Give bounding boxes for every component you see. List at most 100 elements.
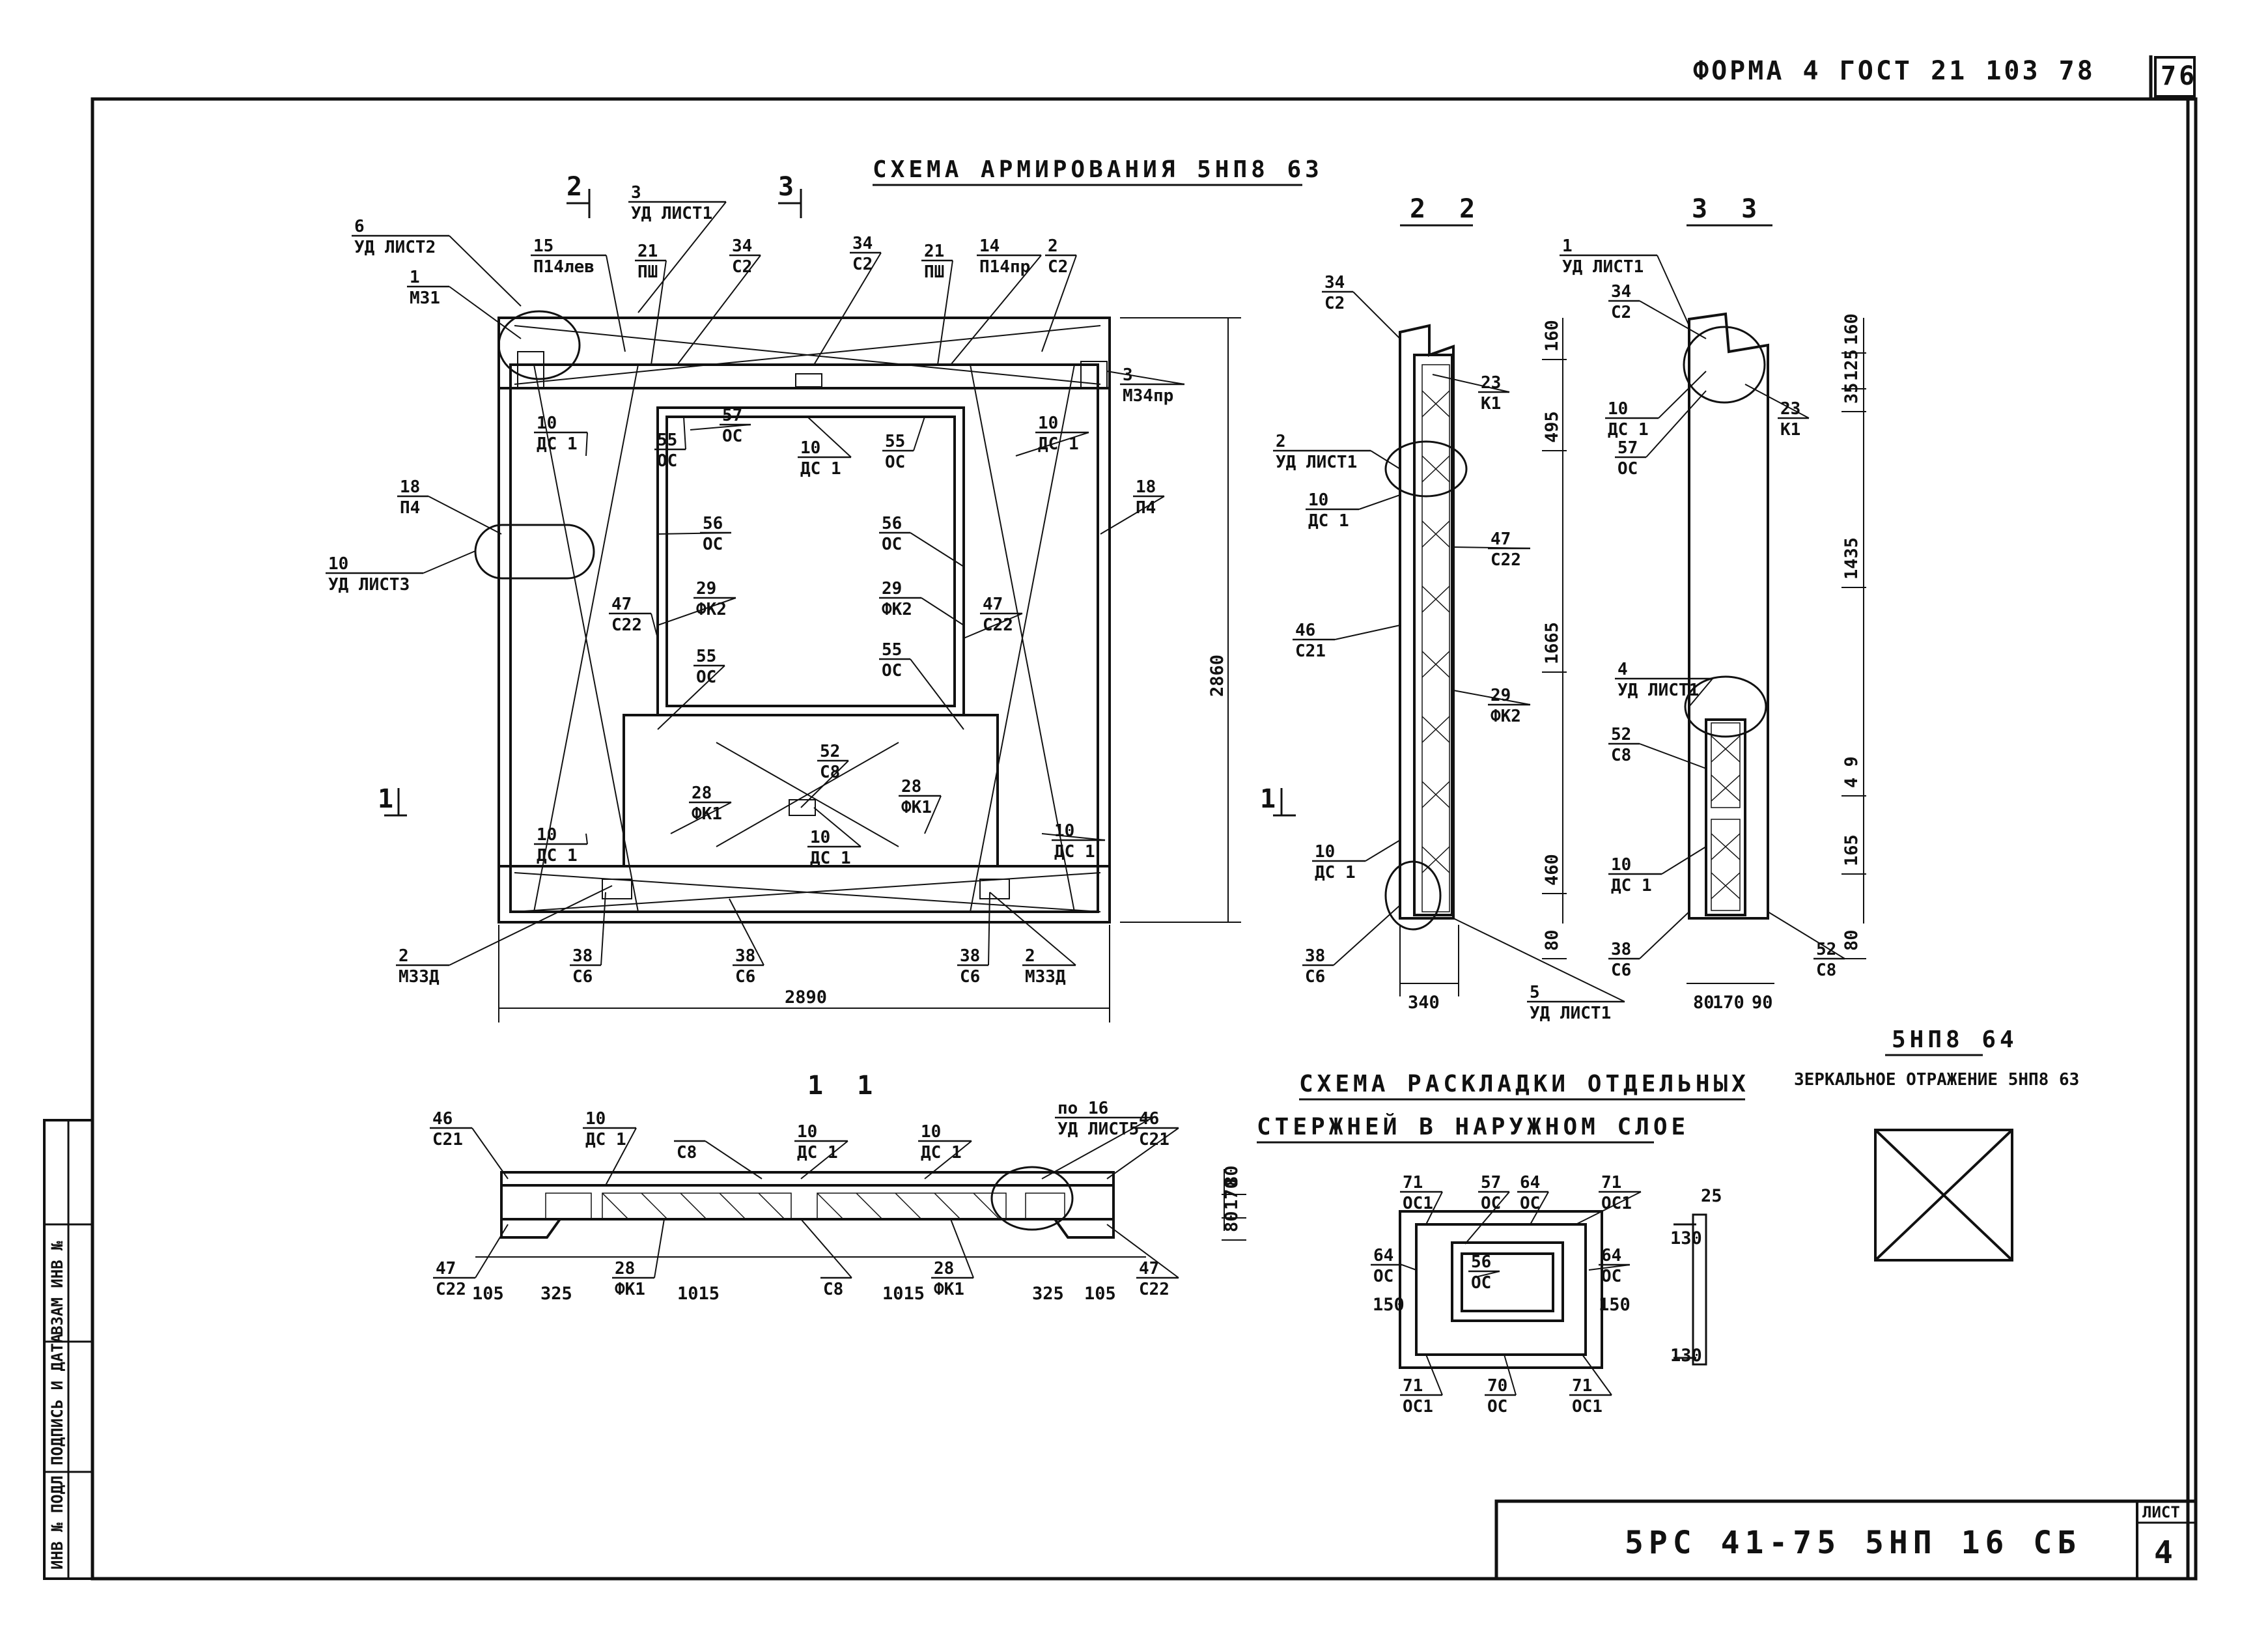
callout-reference: ОС1 bbox=[1403, 1194, 1433, 1213]
callout-number: 38 bbox=[1305, 946, 1325, 966]
callout-reference: ОС bbox=[1373, 1267, 1393, 1286]
callout-number: 10 bbox=[1611, 855, 1631, 875]
callout-reference: ОС bbox=[1481, 1194, 1501, 1213]
callout-number: 10 bbox=[537, 414, 557, 433]
callout-reference: ДС 1 bbox=[797, 1143, 838, 1163]
section-2-2-outline bbox=[1399, 324, 1455, 920]
callout-reference: ОС bbox=[657, 451, 677, 471]
callout-number: 55 bbox=[882, 640, 902, 660]
callout-number: 38 bbox=[1611, 940, 1631, 959]
dimension-label: 80 bbox=[1222, 1165, 1242, 1187]
dimension-label: 495 bbox=[1542, 411, 1562, 443]
main-view-title: СХЕМА АРМИРОВАНИЯ 5НП8 63 bbox=[873, 156, 1323, 183]
callout-number: 2 bbox=[1276, 432, 1286, 451]
stamp-replaces-inv: ВЗАМ ИНВ № bbox=[48, 1241, 66, 1335]
callout-reference: К1 bbox=[1481, 394, 1501, 414]
callout-reference: ФК2 bbox=[696, 600, 727, 619]
callout-number: 38 bbox=[960, 946, 980, 966]
callout-number: 52 bbox=[1611, 725, 1631, 744]
callout-number: 71 bbox=[1403, 1173, 1423, 1192]
callout-number: 64 bbox=[1373, 1246, 1393, 1265]
callout-reference: С6 bbox=[1305, 967, 1325, 987]
callout-number: 55 bbox=[657, 430, 677, 450]
callout-number: 14 bbox=[979, 236, 1000, 256]
callout-number: 64 bbox=[1601, 1246, 1621, 1265]
callout-reference: С2 bbox=[732, 257, 752, 277]
section-2-2-dimlines bbox=[1399, 318, 1563, 996]
callout-reference: С6 bbox=[1611, 961, 1631, 980]
callout-number: 56 bbox=[703, 514, 723, 533]
section-3-3-title: 3 3 bbox=[1692, 194, 1766, 224]
section-1-1-title: 1 1 bbox=[807, 1071, 882, 1101]
callout-reference: ФК1 bbox=[615, 1280, 645, 1299]
callout-reference: УД ЛИСТ1 bbox=[1276, 453, 1357, 472]
callout-section_2_2-9: 5УД ЛИСТ1 bbox=[1453, 918, 1625, 1023]
callout-number: 71 bbox=[1572, 1376, 1592, 1396]
callout-number: 15 bbox=[533, 236, 553, 256]
section-3-3-insulation bbox=[1711, 722, 1741, 911]
callout-reference: П4 bbox=[400, 498, 420, 518]
callout-number: 46 bbox=[1139, 1109, 1159, 1129]
callout-reference: С21 bbox=[432, 1130, 463, 1149]
callout-reference: УД ЛИСТ3 bbox=[328, 575, 410, 595]
callout-reference: ОС bbox=[696, 668, 716, 687]
callout-number: 10 bbox=[810, 828, 830, 847]
dimension-label: 1015 bbox=[677, 1284, 720, 1304]
callout-number: 29 bbox=[1491, 686, 1511, 705]
callout-reference: П4 bbox=[1136, 498, 1156, 518]
callout-number: 55 bbox=[885, 432, 905, 451]
callout-number: 10 bbox=[1308, 490, 1328, 510]
layout-scheme-view: СХЕМА РАСКЛАДКИ ОТДЕЛЬНЫХ СТЕРЖНЕЙ В НАР… bbox=[1257, 1071, 1746, 1417]
callout-number: 47 bbox=[1139, 1259, 1159, 1278]
callout-reference: С22 bbox=[1139, 1280, 1169, 1299]
callout-reference: С8 bbox=[1816, 961, 1836, 980]
section-1-1-ellipse bbox=[990, 1166, 1074, 1231]
main-view: СХЕМА АРМИРОВАНИЯ 5НП8 63 bbox=[326, 156, 1323, 1022]
callout-reference: ОС bbox=[722, 427, 742, 446]
mirror-note: 5НП8 64 ЗЕРКАЛЬНОЕ ОТРАЖЕНИЕ 5НП8 63 bbox=[1794, 1026, 2079, 1262]
callout-reference: ОС bbox=[882, 661, 902, 681]
callout-reference: ДС 1 bbox=[1308, 511, 1349, 531]
page-number-box: 76 bbox=[2154, 56, 2196, 98]
dimension-label: 325 bbox=[1032, 1284, 1064, 1304]
dimension-label: 90 bbox=[1752, 993, 1773, 1013]
callout-reference: С8 bbox=[677, 1143, 697, 1163]
dimension-label: 1665 bbox=[1542, 622, 1562, 664]
dimension-label: 165 bbox=[1841, 834, 1862, 866]
callout-number: 23 bbox=[1481, 373, 1501, 393]
callout-number: 34 bbox=[1324, 273, 1345, 292]
callout-reference: ДС 1 bbox=[1054, 842, 1095, 862]
dimension-label: 150 bbox=[1599, 1295, 1631, 1315]
callout-reference: ОС bbox=[1487, 1397, 1507, 1417]
